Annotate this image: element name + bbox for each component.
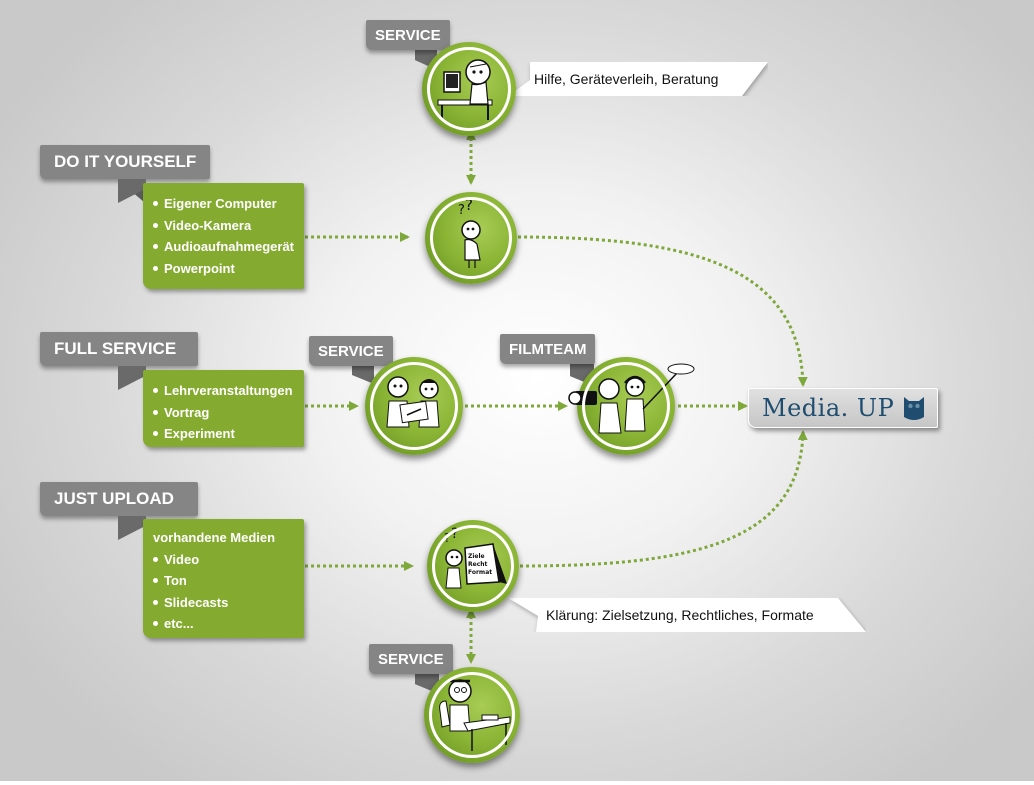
svg-text:?: ?: [465, 196, 473, 214]
bullet-icon: [153, 621, 158, 627]
track-title-text: JUST UPLOAD: [54, 489, 174, 508]
film-crew-icon: [568, 363, 695, 434]
bullet-icon: [153, 222, 158, 228]
board-item: Ziele: [468, 553, 485, 560]
list-item: Ton: [153, 570, 294, 592]
bottom-strip: [0, 781, 1034, 785]
track-items-full-service: Lehrveranstaltungen Vortrag Experiment: [143, 370, 304, 447]
list-item-text: Experiment: [164, 426, 235, 441]
node-tag-service-bottom: SERVICE: [369, 644, 453, 674]
track-title-just-upload: JUST UPLOAD: [40, 482, 198, 516]
track-items-do-it-yourself: Eigener Computer Video-Kamera Audioaufna…: [143, 183, 304, 289]
node-tag-service-top: SERVICE: [366, 20, 450, 50]
callout-text: Klärung: Zielsetzung, Rechtliches, Forma…: [546, 607, 814, 623]
thinking-person-icon: ? ?: [458, 196, 481, 268]
connector-thinker-to-mediaup: [517, 235, 808, 387]
list-item: Video-Kamera: [153, 215, 294, 237]
track-title-text: DO IT YOURSELF: [54, 152, 197, 171]
track-title-full-service: FULL SERVICE: [40, 332, 198, 366]
list-item-text: Audioaufnahmegerät: [164, 239, 295, 254]
node-service-top[interactable]: [422, 42, 516, 136]
node-tag-text: SERVICE: [375, 26, 441, 44]
list-item-text: Video: [164, 551, 200, 567]
bullet-icon: [153, 244, 158, 250]
node-tag-text: SERVICE: [318, 342, 384, 360]
node-service-bottom[interactable]: [424, 667, 520, 763]
list-item: Audioaufnahmegerät: [153, 236, 294, 258]
svg-text:?: ?: [444, 531, 450, 545]
list-item: Lehrveranstaltungen: [153, 380, 294, 402]
callout-upload-clarify: Klärung: Zielsetzung, Rechtliches, Forma…: [508, 598, 866, 632]
bullet-icon: [153, 388, 158, 394]
desk-phone-person-icon: [439, 679, 511, 751]
list-item-text: Vortrag: [164, 404, 210, 420]
callout-text: Hilfe, Geräteverleih, Beratung: [534, 71, 719, 87]
bullet-icon: [153, 431, 158, 437]
bullet-icon: [153, 578, 158, 584]
list-item-text: etc...: [164, 616, 194, 631]
list-item-text: Lehrveranstaltungen: [164, 383, 293, 398]
callout-service-top: Hilfe, Geräteverleih, Beratung: [508, 62, 768, 96]
list-item: etc...: [153, 613, 294, 635]
bullet-icon: [153, 265, 158, 271]
list-item-text: Video-Kamera: [164, 217, 252, 233]
bullet-icon: [153, 599, 158, 605]
node-tag-text: SERVICE: [378, 650, 444, 668]
node-full-service[interactable]: [365, 357, 463, 455]
svg-text:?: ?: [451, 526, 458, 542]
callout-shape: [508, 598, 866, 632]
node-filmteam[interactable]: [568, 357, 695, 455]
consultation-people-icon: [386, 376, 440, 428]
list-heading-text: vorhandene Medien: [153, 530, 276, 545]
list-item-text: Ton: [164, 573, 187, 588]
list-item-text: Powerpoint: [164, 260, 235, 276]
list-item: Experiment: [153, 423, 294, 445]
board-item: Format: [468, 569, 492, 576]
list-item: Eigener Computer: [153, 193, 294, 215]
helpdesk-person-icon: [437, 59, 493, 120]
list-heading: vorhandene Medien: [153, 527, 294, 549]
callout-shape: [508, 62, 768, 96]
bullet-icon: [153, 201, 158, 207]
node-upload-clarify[interactable]: ? ? Ziele Recht Format: [427, 520, 519, 612]
destination-label: Media. UP: [762, 394, 895, 422]
node-tag-filmteam: FILMTEAM: [500, 334, 596, 364]
node-tag-text: FILMTEAM: [509, 340, 587, 358]
list-item: Video: [153, 549, 294, 571]
list-item-text: Slidecasts: [164, 594, 229, 610]
board-item: Recht: [468, 561, 488, 568]
list-item-text: Eigener Computer: [164, 196, 277, 211]
svg-text:?: ?: [458, 203, 465, 218]
node-tag-full-service: SERVICE: [309, 336, 393, 366]
bullet-icon: [153, 556, 158, 562]
list-item: Vortrag: [153, 402, 294, 424]
track-title-do-it-yourself: DO IT YOURSELF: [40, 145, 210, 179]
track-items-just-upload: vorhandene Medien Video Ton Slidecasts e…: [143, 519, 304, 638]
list-item: Powerpoint: [153, 258, 294, 280]
node-diy-thinker[interactable]: ? ?: [425, 192, 517, 284]
owl-icon: [904, 397, 925, 420]
bullet-icon: [153, 409, 158, 415]
connector-clarify-to-mediaup: [519, 430, 808, 568]
list-item: Slidecasts: [153, 592, 294, 614]
checklist-board-icon: ? ? Ziele Recht Format: [444, 526, 507, 589]
track-title-text: FULL SERVICE: [54, 339, 177, 358]
destination-mediaup[interactable]: Media. UP: [748, 388, 938, 428]
